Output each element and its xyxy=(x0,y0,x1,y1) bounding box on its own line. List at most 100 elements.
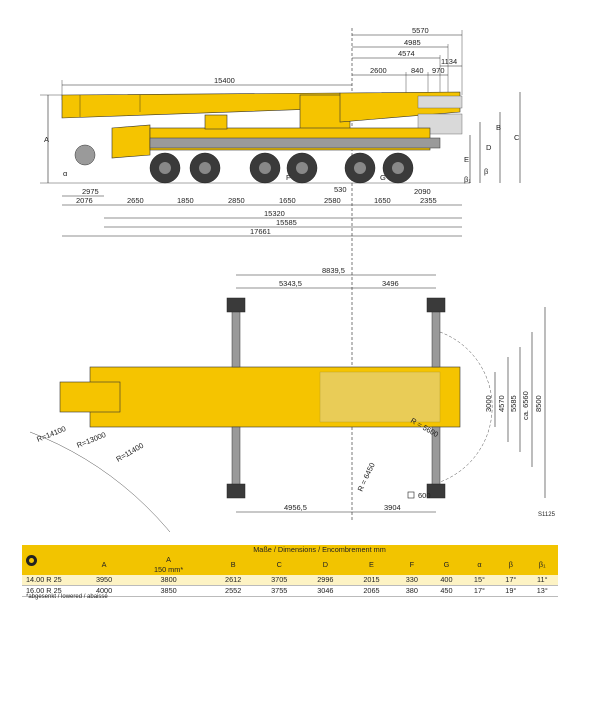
label-F: F xyxy=(286,173,291,182)
table-title: Maße / Dimensions / Encombrement mm xyxy=(81,545,558,555)
label-alpha: α xyxy=(63,169,68,178)
wheels xyxy=(149,152,414,184)
axle-dim-1: 2076 xyxy=(76,196,93,205)
dim-17661: 17661 xyxy=(250,227,271,236)
radius-13000: R=13000 xyxy=(75,430,107,450)
table-cell: 2552 xyxy=(210,585,257,597)
axle-dim-6: 2580 xyxy=(324,196,341,205)
table-cell: 17° xyxy=(463,585,496,597)
top-view-drawing: 8839,5 5343,5 3496 4956,5 3904 R=14100 R… xyxy=(29,262,546,532)
table-cell: 3755 xyxy=(256,585,303,597)
tyre-header xyxy=(22,545,81,575)
table-row: 14.00 R 25 3950 3800 2612 3705 2996 2015… xyxy=(22,575,558,586)
crane-side-body xyxy=(61,91,463,184)
top-dimension-lines: 5570 4985 4574 1134 2600 840 970 15400 xyxy=(61,26,463,260)
dim-3000: 3000 xyxy=(484,395,493,412)
col-header: A xyxy=(81,555,128,575)
table-cell: 11° xyxy=(526,575,558,586)
table-cell: 2015 xyxy=(348,575,395,586)
col-header: α xyxy=(463,555,496,575)
dim-2600: 2600 xyxy=(370,66,387,75)
col-header: D xyxy=(302,555,349,575)
col-header: B xyxy=(210,555,257,575)
label-C: C xyxy=(514,133,520,142)
dim-8839-5: 8839,5 xyxy=(322,266,345,275)
dim-4985: 4985 xyxy=(404,38,421,47)
radius-6450: R = 6450 xyxy=(356,461,377,493)
col-header: E xyxy=(348,555,395,575)
col-header: β xyxy=(495,555,527,575)
dim-3496: 3496 xyxy=(382,279,399,288)
label-D: D xyxy=(486,143,492,152)
dim-840: 840 xyxy=(411,66,424,75)
wheel-icon xyxy=(26,554,37,566)
tyre-cell: 14.00 R 25 xyxy=(22,575,81,586)
col-header: G xyxy=(429,555,464,575)
axle-dim-3: 1850 xyxy=(177,196,194,205)
table-cell: 4000 xyxy=(81,585,128,597)
dim-8500: 8500 xyxy=(534,395,543,412)
axle-dim-5: 1650 xyxy=(279,196,296,205)
side-view-drawing: 5570 4985 4574 1134 2600 840 970 15400 xyxy=(40,26,521,260)
dim-970: 970 xyxy=(432,66,445,75)
table-cell: 19° xyxy=(495,585,527,597)
table-cell: 13° xyxy=(526,585,558,597)
table-cell: 330 xyxy=(394,575,430,586)
label-A: A xyxy=(44,135,49,144)
drawing-code: S1125 xyxy=(538,512,555,518)
dim-2090: 2090 xyxy=(414,187,431,196)
axle-dim-7: 1650 xyxy=(374,196,391,205)
label-beta: β xyxy=(484,167,489,176)
table-header-row: Maße / Dimensions / Encombrement mm xyxy=(22,545,558,575)
dim-5343-5: 5343,5 xyxy=(279,279,302,288)
table-cell: 15° xyxy=(463,575,496,586)
height-dimensions: A B C D E F G α β β₁ xyxy=(40,92,521,184)
label-B: B xyxy=(496,123,501,132)
axle-dim-8: 2355 xyxy=(420,196,437,205)
crane-top-body xyxy=(29,297,493,532)
dim-1134: 1134 xyxy=(441,57,457,66)
col-header: β₁ xyxy=(526,555,558,575)
dim-4570: 4570 xyxy=(497,395,506,412)
table-row: 16.00 R 25 4000 3850 2552 3755 3046 2065… xyxy=(22,585,558,597)
outriggers xyxy=(226,297,446,499)
side-dimensions: 3000 4570 5585 ca. 6560 8500 600 xyxy=(407,307,546,500)
col-header: F xyxy=(394,555,430,575)
label-E: E xyxy=(464,155,469,164)
table-cell: 450 xyxy=(429,585,464,597)
dim-3904: 3904 xyxy=(384,503,401,512)
table-cell: 380 xyxy=(394,585,430,597)
dim-5585: 5585 xyxy=(509,395,518,412)
label-beta1: β₁ xyxy=(464,175,471,184)
table-cell: 2612 xyxy=(210,575,257,586)
label-G: G xyxy=(380,173,386,182)
table-cell: 3800 xyxy=(127,575,211,586)
col-header: C xyxy=(256,555,303,575)
pad-size: 600 xyxy=(418,491,431,500)
dim-6560: ca. 6560 xyxy=(521,391,530,420)
tyre-cell: 16.00 R 25 xyxy=(22,585,81,597)
dim-5570: 5570 xyxy=(412,26,429,35)
table-cell: 3850 xyxy=(127,585,211,597)
radius-11400: R=11400 xyxy=(115,441,146,464)
dim-2975: 2975 xyxy=(82,187,99,196)
outrigger-dimensions: 8839,5 5343,5 3496 4956,5 3904 xyxy=(236,262,436,522)
table-cell: 3705 xyxy=(256,575,303,586)
table-cell: 3046 xyxy=(302,585,349,597)
axle-dim-4: 2850 xyxy=(228,196,245,205)
table-cell: 3950 xyxy=(81,575,128,586)
axle-dim-2: 2650 xyxy=(127,196,144,205)
table-cell: 2065 xyxy=(348,585,395,597)
table-cell: 17° xyxy=(495,575,527,586)
table-cell: 400 xyxy=(429,575,464,586)
dim-4956-5: 4956,5 xyxy=(284,503,307,512)
table-footnote: *abgesenkt / lowered / abaissé xyxy=(26,594,108,600)
axle-dimensions: 2975 530 2090 2076 2650 1850 2850 1650 2… xyxy=(62,185,462,237)
table-cell: 2996 xyxy=(302,575,349,586)
dim-15585: 15585 xyxy=(276,218,297,227)
dim-15320: 15320 xyxy=(264,209,285,218)
boom-length: 15400 xyxy=(214,76,235,85)
